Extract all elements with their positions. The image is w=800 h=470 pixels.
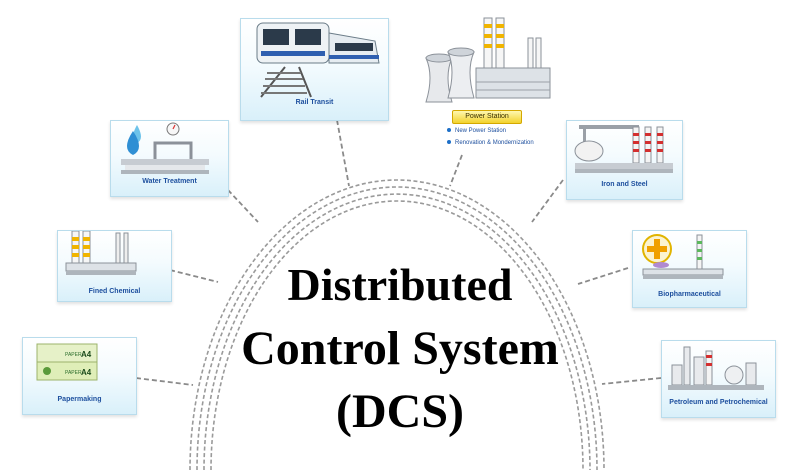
bullet-dot: [447, 128, 451, 133]
chemical-plant-icon: [65, 231, 137, 275]
water-treatment-icon: [121, 122, 209, 174]
power-bullet-1: New Power Station: [447, 128, 506, 134]
iron-steel-label: Iron and Steel: [601, 181, 648, 188]
paper-size-bottom: A4: [81, 368, 92, 377]
water-treatment-label: Water Treatment: [142, 178, 197, 185]
node-water-treatment: Water Treatment: [110, 120, 229, 197]
paper-brand-top: PAPER: [65, 352, 82, 358]
title-line-2: Control System: [241, 322, 559, 375]
pharma-icon: [642, 234, 724, 279]
refinery-icon: [668, 346, 764, 390]
connector-lines: [135, 119, 662, 386]
petroleum-label: Petroleum and Petrochemical: [669, 399, 768, 406]
rail-transit-label: Rail Transit: [295, 99, 334, 106]
power-station-badge: Power Station: [452, 110, 522, 124]
title-line-3: (DCS): [336, 385, 464, 438]
train-icon: [256, 22, 380, 98]
biopharmaceutical-label: Biopharmaceutical: [658, 291, 721, 298]
paper-brand-bottom: PAPER: [65, 370, 82, 376]
title-line-1: Distributed: [287, 259, 513, 310]
bullet-dot: [447, 140, 451, 145]
paper-pack-icon: PAPER A4 PAPER A4: [36, 343, 98, 381]
fined-chemical-label: Fined Chemical: [88, 288, 141, 295]
node-biopharmaceutical: Biopharmaceutical: [632, 230, 747, 308]
papermaking-label: Papermaking: [57, 396, 102, 403]
steel-mill-icon: [574, 125, 673, 173]
node-petroleum: Petroleum and Petrochemical: [661, 340, 776, 418]
node-fined-chemical: Fined Chemical: [57, 230, 172, 302]
node-papermaking: PAPER A4 PAPER A4 Papermaking: [22, 337, 137, 415]
power-station-icon: [425, 17, 551, 103]
node-iron-steel: Iron and Steel: [566, 120, 683, 200]
paper-size-top: A4: [81, 350, 92, 359]
node-rail-transit: Rail Transit: [240, 18, 389, 121]
power-bullet-2: Renovation & Mondernization: [447, 140, 534, 146]
